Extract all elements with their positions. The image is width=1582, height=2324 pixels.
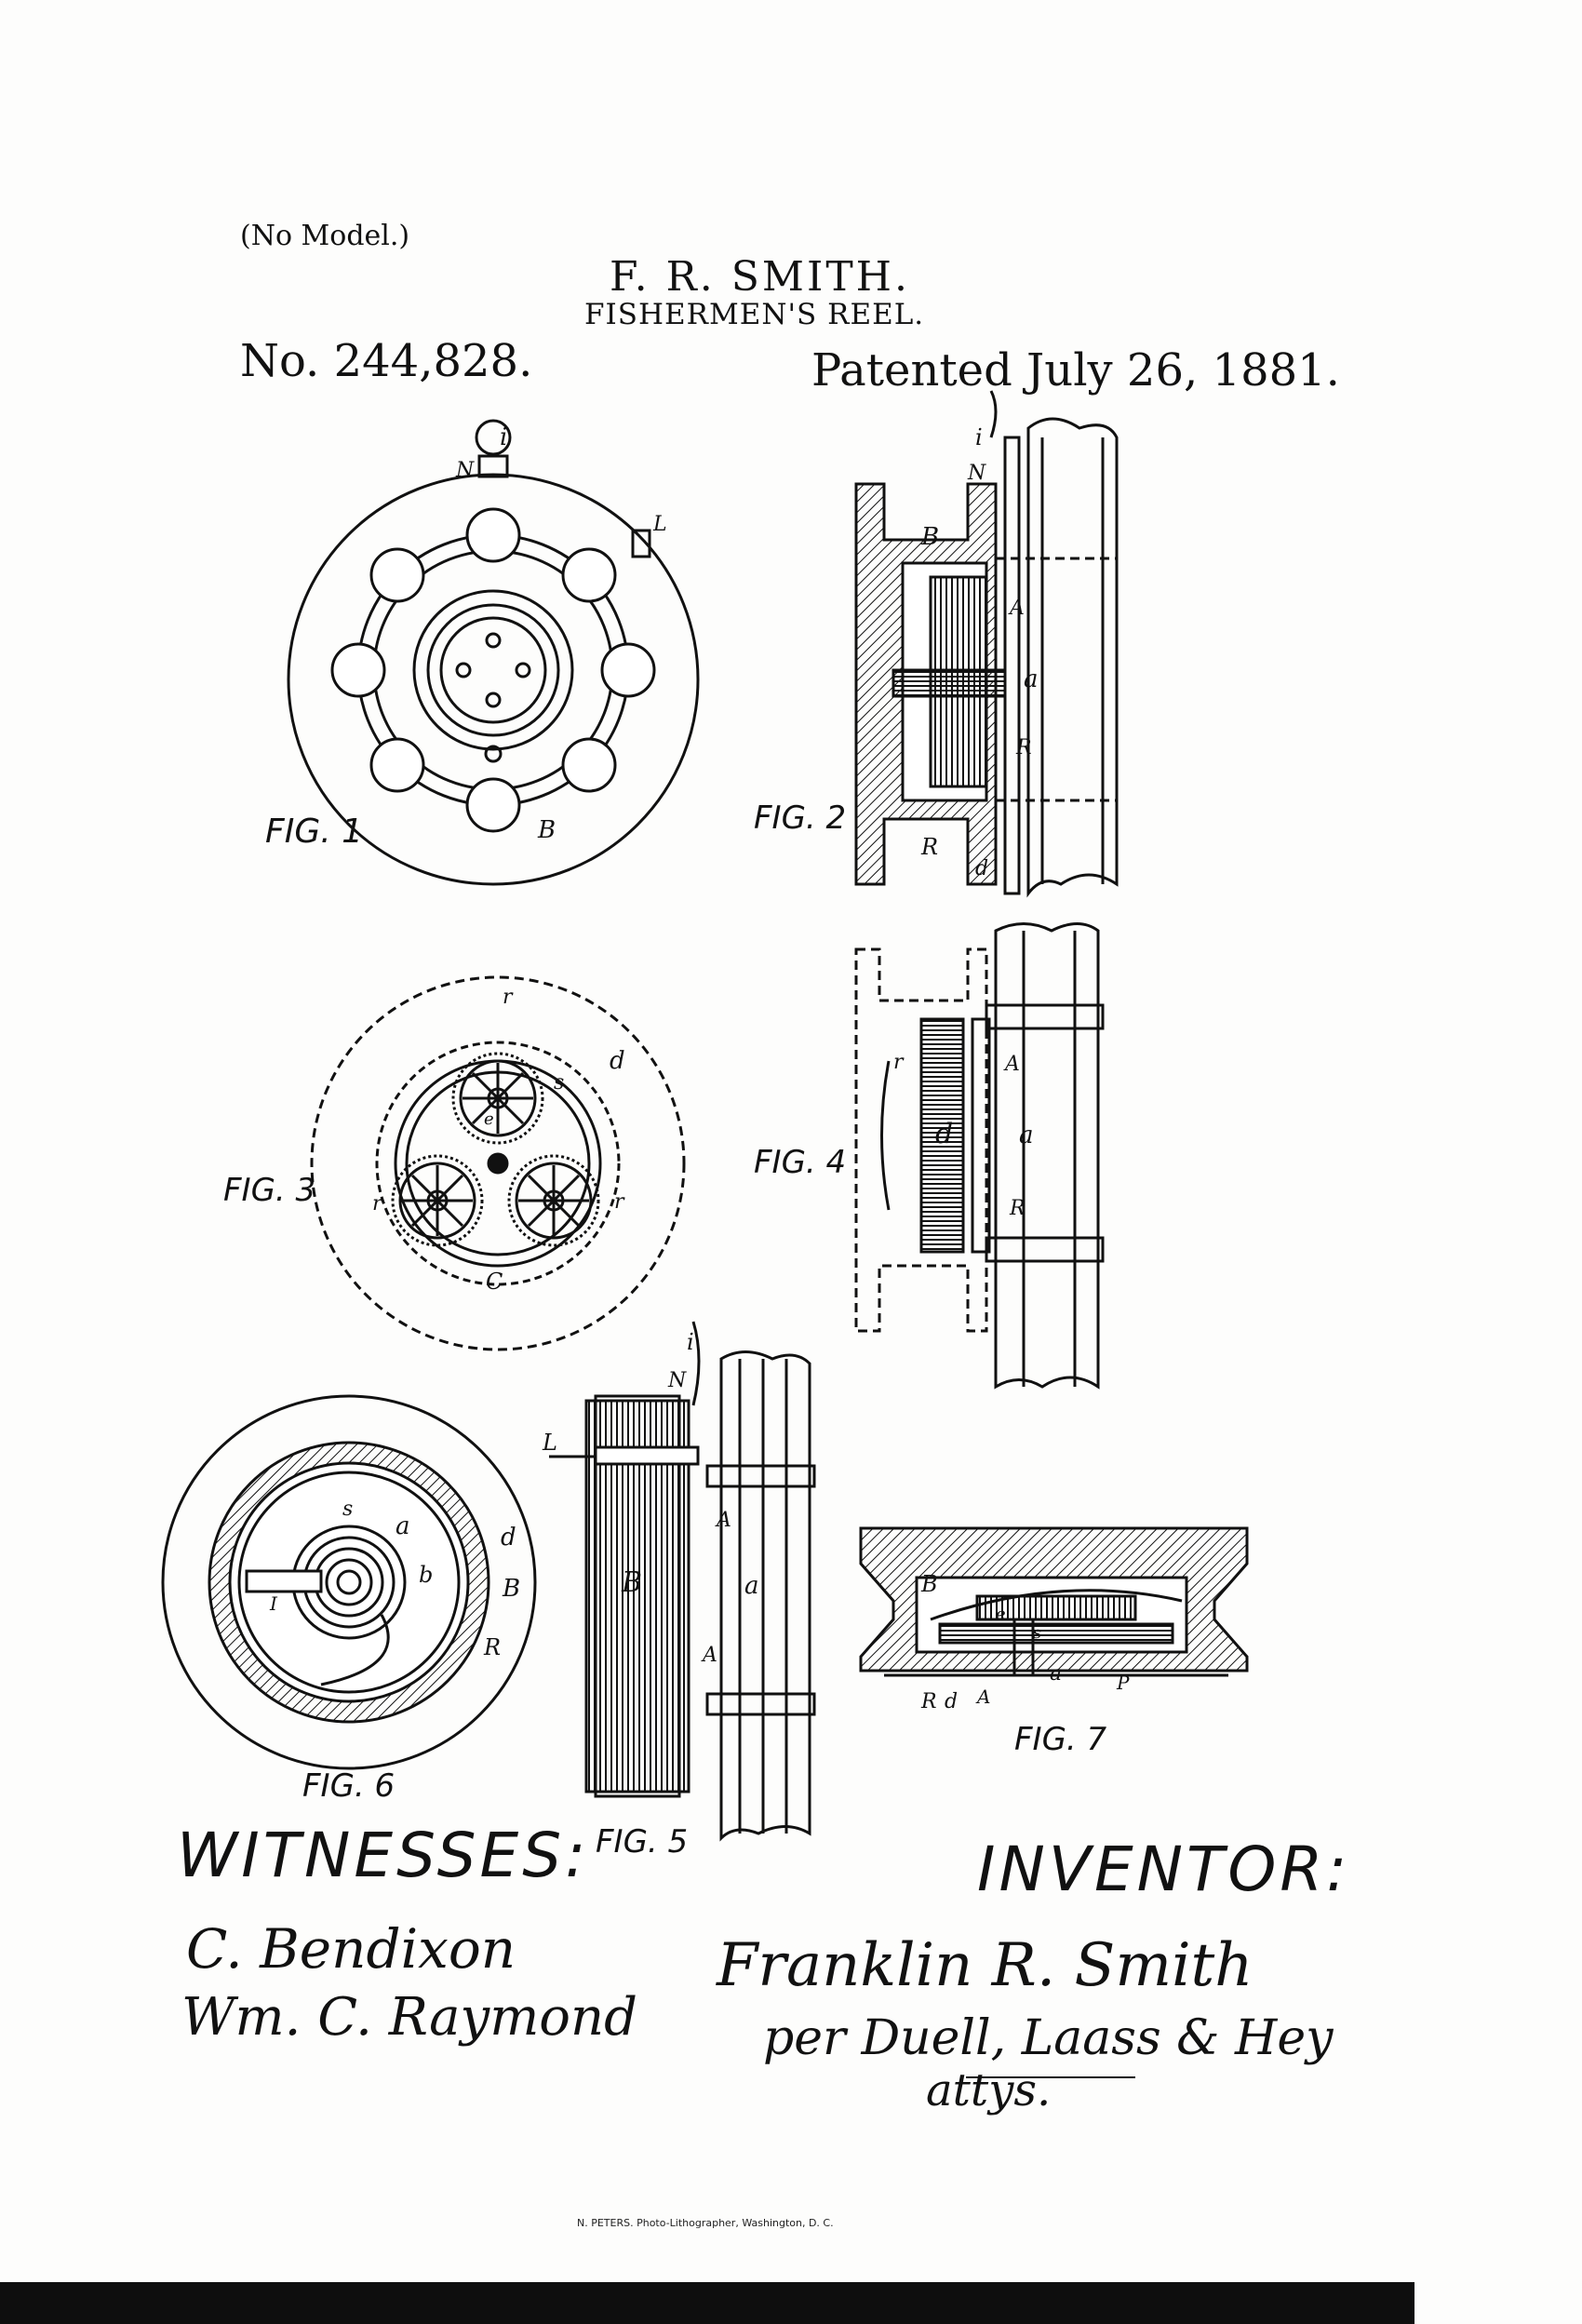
figure-7-labels: B e s R d A a P FIG. 7 [920, 1571, 1130, 1758]
label-B-fig2: B [920, 523, 939, 551]
label-R-fig6: R [483, 1634, 501, 1660]
label-R-fig2-b: R [920, 834, 938, 860]
label-d-fig4: d [935, 1118, 953, 1150]
invention-title: FISHERMEN'S REEL. [584, 298, 925, 331]
attorneys-signature: per Duell, Laass & Hey [763, 2010, 1334, 2066]
label-d-fig2: d [975, 857, 988, 880]
label-b-fig6: b [419, 1562, 433, 1588]
figure-3-labels: r d s r r e C FIG. 3 [223, 986, 625, 1295]
figure-7 [859, 1526, 1249, 1677]
figure-6-labels: s a b d B R I FIG. 6 [269, 1498, 520, 1805]
label-L-fig5: L [542, 1430, 557, 1456]
figure-3-label: FIG. 3 [223, 1172, 315, 1209]
label-a-fig7: a [1050, 1662, 1062, 1686]
figure-1 [287, 419, 700, 886]
label-i-fig5: i [687, 1329, 694, 1355]
label-N-fig5: N [667, 1369, 687, 1392]
label-A-fig4: A [1003, 1053, 1020, 1076]
figure-5-label: FIG. 5 [596, 1823, 688, 1861]
lithographer-credit: N. PETERS. Photo-Lithographer, Washingto… [577, 2217, 834, 2229]
label-N-fig1: N [455, 459, 475, 482]
figure-4-labels: r d A a R FIG. 4 [754, 1051, 1034, 1220]
inventor-label: INVENTOR: [977, 1834, 1351, 1905]
label-s-fig3: s [554, 1071, 564, 1095]
figure-4 [854, 922, 1105, 1390]
figure-7-label: FIG. 7 [1014, 1721, 1107, 1758]
label-C-fig3: C [486, 1269, 503, 1295]
label-R-fig2: R [1015, 736, 1032, 759]
attorneys-suffix: attys. [926, 2064, 1052, 2116]
patent-date: Patented July 26, 1881. [811, 344, 1340, 396]
label-e-fig7: e [996, 1605, 1006, 1624]
inventor-name-heading: F. R. SMITH. [610, 253, 911, 301]
label-r-fig3-right: r [614, 1190, 625, 1214]
figure-2-labels: i N B A a R R d FIG. 2 [754, 424, 1039, 880]
label-i-fig2: i [975, 424, 983, 450]
label-A-fig5-b: A [701, 1644, 717, 1667]
label-a-fig6: a [396, 1512, 410, 1540]
label-L-fig1: L [652, 513, 667, 536]
label-s-fig7: s [1033, 1623, 1041, 1643]
label-B-fig6: B [502, 1575, 520, 1603]
no-model-note: (No Model.) [240, 220, 410, 252]
label-r-fig4: r [893, 1051, 905, 1074]
label-a-fig2: a [1024, 665, 1039, 693]
label-i-fig1: i [500, 423, 507, 451]
figure-1-labels: i N L B FIG. 1 [265, 423, 667, 851]
figure-4-label: FIG. 4 [754, 1144, 846, 1181]
label-B-fig5: B [621, 1566, 642, 1599]
label-B-fig7: B [920, 1571, 938, 1597]
label-s-fig6: s [342, 1498, 353, 1521]
figure-1-label: FIG. 1 [265, 813, 363, 851]
figure-6-label: FIG. 6 [302, 1767, 395, 1805]
label-a-fig5: a [744, 1572, 759, 1600]
label-A-fig7: A [975, 1686, 990, 1708]
patent-number: No. 244,828. [240, 335, 533, 387]
witness-signature-1: C. Bendixon [186, 1917, 516, 1981]
label-d-fig3: d [610, 1047, 625, 1075]
witnesses-label: WITNESSES: [177, 1820, 590, 1891]
label-d-fig6: d [501, 1524, 516, 1552]
label-N-fig2: N [967, 462, 986, 485]
label-R-fig7: R [920, 1690, 937, 1713]
label-I-fig6: I [269, 1592, 278, 1615]
scan-edge-bar [0, 2282, 1414, 2324]
figure-6 [161, 1394, 537, 1770]
label-a-fig4: a [1019, 1122, 1034, 1149]
label-r-fig3-left: r [372, 1192, 383, 1216]
label-r-fig3-top: r [503, 986, 514, 1009]
label-P-fig7: P [1116, 1672, 1130, 1694]
label-R-fig4: R [1009, 1197, 1026, 1220]
label-d-fig7: d [945, 1690, 958, 1713]
inventor-signature: Franklin R. Smith [717, 1931, 1254, 2000]
figure-3 [310, 975, 686, 1351]
label-B-fig1: B [537, 816, 556, 844]
figure-2 [854, 390, 1119, 898]
figure-2-label: FIG. 2 [754, 799, 846, 837]
label-A-fig5: A [715, 1509, 731, 1532]
witness-signature-2: Wm. C. Raymond [181, 1987, 637, 2048]
figure-5 [549, 1321, 816, 1842]
figure-5-labels: i N L A B a A FIG. 5 [542, 1329, 759, 1861]
label-e-fig3: e [484, 1109, 494, 1129]
label-A-fig2: A [1008, 597, 1025, 620]
